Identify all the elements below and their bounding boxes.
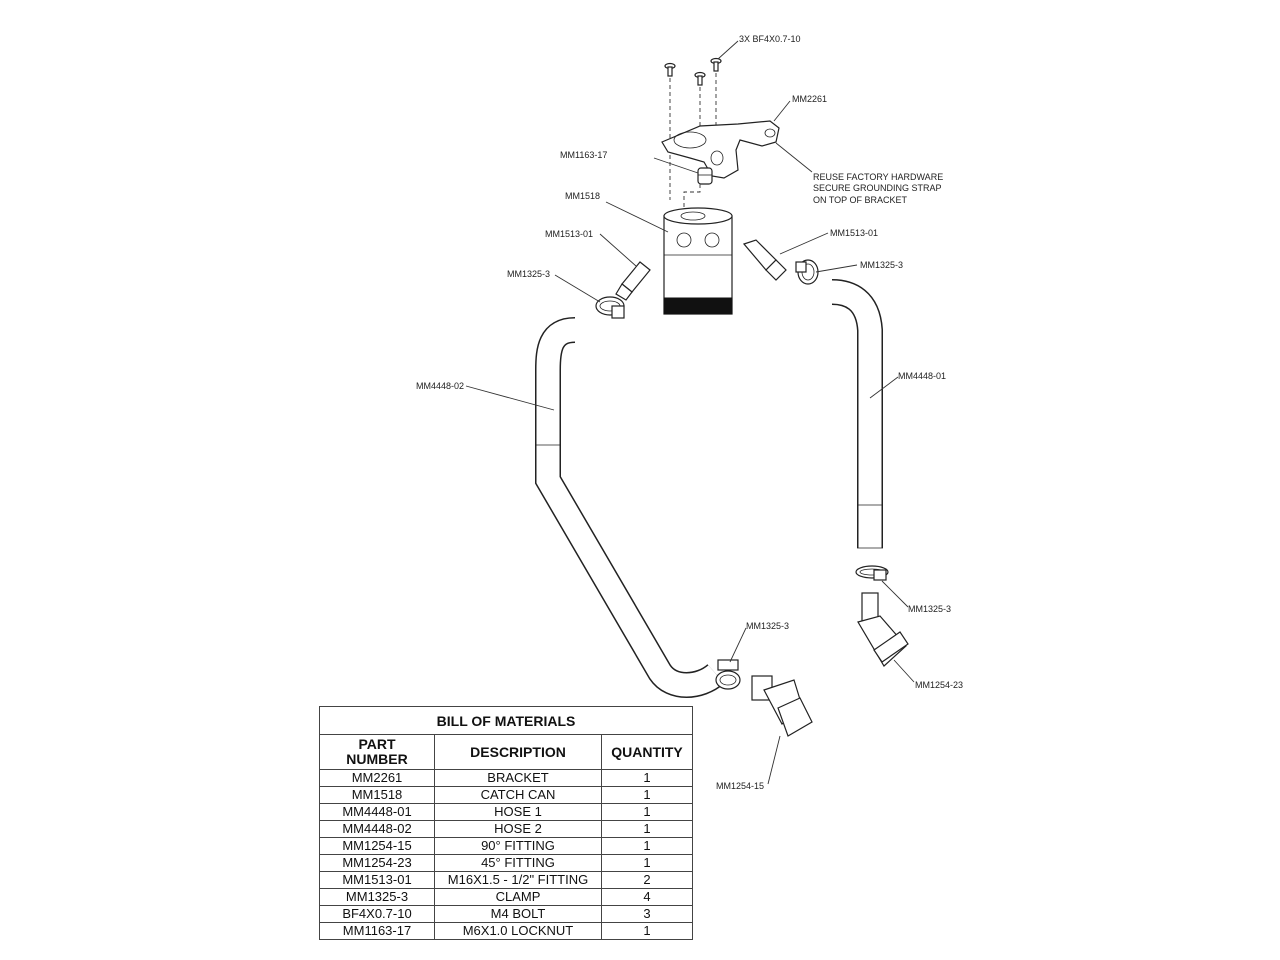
callout-hose-left: MM4448-02	[416, 381, 464, 391]
bom-part: MM4448-01	[319, 803, 435, 821]
bom-description: CATCH CAN	[434, 786, 602, 804]
bom-quantity: 1	[601, 854, 693, 872]
bom-description: 90° FITTING	[434, 837, 602, 855]
bom-quantity: 2	[601, 871, 693, 889]
fitting-90	[751, 675, 813, 785]
callout-locknut: MM1163-17	[560, 150, 607, 160]
bom-quantity: 1	[601, 837, 693, 855]
bill-of-materials-table: BILL OF MATERIALS PART NUMBER DESCRIPTIO…	[319, 706, 693, 940]
callout-note-line1: REUSE FACTORY HARDWARE	[813, 172, 943, 182]
bom-row: BF4X0.7-10 M4 BOLT 3	[319, 905, 693, 923]
bom-description: M16X1.5 - 1/2" FITTING	[434, 871, 602, 889]
bom-header-part-line1: PART	[358, 736, 396, 752]
bom-quantity: 3	[601, 905, 693, 923]
bom-part: MM1254-23	[319, 854, 435, 872]
bolt-1	[664, 62, 676, 77]
bolt-2	[694, 71, 706, 86]
bom-description: BRACKET	[434, 769, 602, 787]
callout-fitting-left: MM1513-01	[545, 229, 593, 239]
bom-part: MM2261	[319, 769, 435, 787]
bom-row: MM1254-23 45° FITTING 1	[319, 854, 693, 872]
bom-quantity: 1	[601, 820, 693, 838]
clamp-lower-left	[715, 627, 747, 690]
callout-clamp-lower-right: MM1325-3	[908, 604, 951, 614]
bom-header-part-number: PART NUMBER	[319, 734, 435, 770]
bom-row: MM1163-17 M6X1.0 LOCKNUT 1	[319, 922, 693, 940]
bom-header-quantity: QUANTITY	[601, 734, 693, 770]
bom-quantity: 1	[601, 786, 693, 804]
fitting-left	[599, 233, 651, 301]
clamp-right	[795, 259, 858, 285]
bom-part: MM1518	[319, 786, 435, 804]
bom-row: MM1518 CATCH CAN 1	[319, 786, 693, 804]
callout-note-line3: ON TOP OF BRACKET	[813, 195, 908, 205]
bom-part: MM1513-01	[319, 871, 435, 889]
bom-row: MM1254-15 90° FITTING 1	[319, 837, 693, 855]
bom-part: MM1254-15	[319, 837, 435, 855]
bom-quantity: 1	[601, 922, 693, 940]
bom-part: BF4X0.7-10	[319, 905, 435, 923]
bom-header-description: DESCRIPTION	[434, 734, 602, 770]
hose-right	[831, 279, 899, 549]
bracket	[661, 100, 813, 179]
hose-left	[465, 317, 725, 698]
bom-part: MM1325-3	[319, 888, 435, 906]
bom-part: MM1163-17	[319, 922, 435, 940]
bom-row: MM1325-3 CLAMP 4	[319, 888, 693, 906]
bolt-3	[710, 57, 722, 72]
callout-catch-can: MM1518	[565, 191, 600, 201]
bom-row: MM1513-01 M16X1.5 - 1/2" FITTING 2	[319, 871, 693, 889]
callout-fitting-45: MM1254-23	[915, 680, 963, 690]
clamp-left	[554, 274, 625, 319]
callout-fitting-90: MM1254-15	[716, 781, 764, 791]
fitting-right	[742, 232, 829, 281]
locknut	[653, 157, 713, 210]
catch-can	[605, 201, 733, 315]
callout-clamp-lower-left: MM1325-3	[746, 621, 789, 631]
bom-description: M6X1.0 LOCKNUT	[434, 922, 602, 940]
callout-bracket: MM2261	[792, 94, 827, 104]
callout-note-line2: SECURE GROUNDING STRAP	[813, 183, 942, 193]
bom-title: BILL OF MATERIALS	[319, 706, 693, 735]
bom-description: CLAMP	[434, 888, 602, 906]
bom-quantity: 1	[601, 803, 693, 821]
bom-row: MM4448-01 HOSE 1 1	[319, 803, 693, 821]
bom-quantity: 4	[601, 888, 693, 906]
callout-hose-right: MM4448-01	[898, 371, 946, 381]
bom-row: MM4448-02 HOSE 2 1	[319, 820, 693, 838]
bolts	[664, 40, 739, 200]
bom-part: MM4448-02	[319, 820, 435, 838]
bom-description: 45° FITTING	[434, 854, 602, 872]
callout-clamp-right: MM1325-3	[860, 260, 903, 270]
callout-fitting-right: MM1513-01	[830, 228, 878, 238]
clamp-lower-right	[855, 565, 909, 608]
callout-clamp-left: MM1325-3	[507, 269, 550, 279]
fitting-45	[857, 592, 915, 683]
bom-description: M4 BOLT	[434, 905, 602, 923]
bom-quantity: 1	[601, 769, 693, 787]
bom-description: HOSE 2	[434, 820, 602, 838]
callout-bolts: 3X BF4X0.7-10	[739, 34, 801, 44]
bom-row: MM2261 BRACKET 1	[319, 769, 693, 787]
bom-header-part-line2: NUMBER	[346, 751, 408, 767]
bom-description: HOSE 1	[434, 803, 602, 821]
